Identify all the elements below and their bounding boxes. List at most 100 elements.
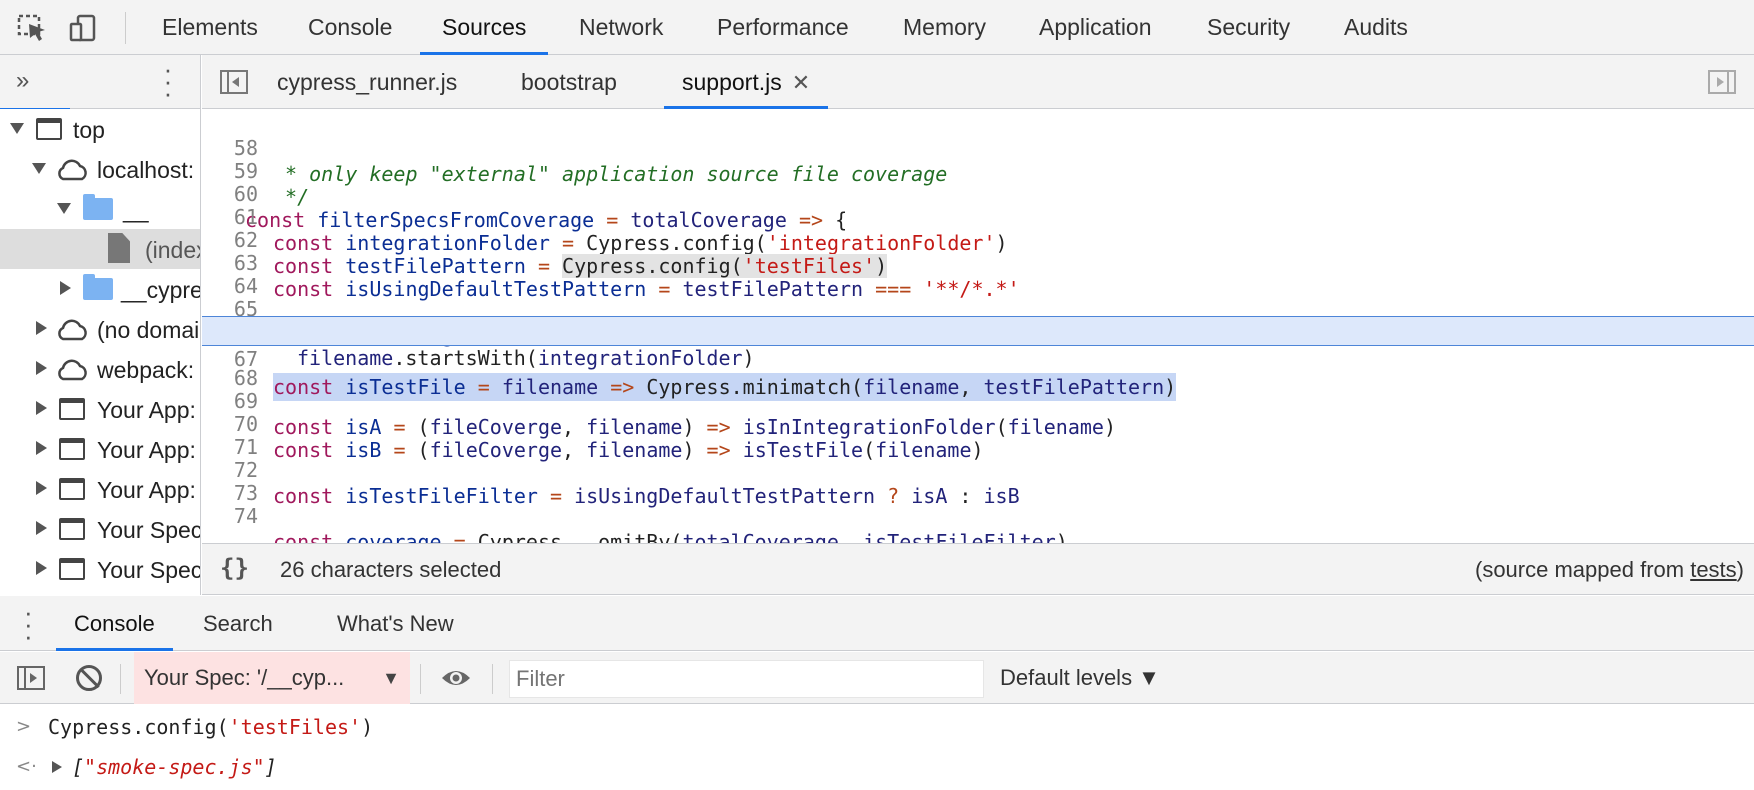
code-line[interactable]: 61 const integrationFolder = Cypress.con… — [202, 178, 1754, 255]
line-number[interactable]: 72 — [233, 458, 258, 482]
tab-audits[interactable]: Audits — [1344, 14, 1408, 40]
console-filter-input[interactable] — [509, 660, 984, 698]
expand-arrow-icon[interactable] — [32, 163, 46, 174]
line-number[interactable]: 58 — [233, 136, 258, 160]
tree-item-your-spec-2[interactable]: Your Spec — [0, 549, 200, 589]
code-line[interactable]: 63 const isUsingDefaultTestPattern = tes… — [202, 224, 1754, 301]
tree-item-cypress-folder[interactable]: __cypress — [0, 269, 200, 309]
expand-arrow-icon[interactable] — [57, 203, 71, 214]
code-line[interactable]: 60 const filterSpecsFromCoverage = total… — [202, 155, 1754, 232]
source-map-link[interactable]: tests — [1690, 557, 1737, 582]
tree-item-your-app-2[interactable]: Your App: — [0, 429, 200, 469]
cloud-icon — [58, 359, 87, 381]
log-levels-dropdown[interactable]: Default levels ▼ — [1000, 665, 1160, 690]
line-number[interactable]: 73 — [233, 481, 258, 505]
code-line[interactable]: 58 * only keep "external" application so… — [202, 109, 1754, 186]
more-tabs-chevron-icon[interactable]: » — [0, 67, 72, 111]
line-number[interactable]: 67 — [233, 347, 258, 371]
chevron-down-icon: ▼ — [382, 668, 400, 688]
input-prompt-icon: > — [16, 716, 32, 737]
cloud-icon — [58, 319, 87, 341]
expand-arrow-icon[interactable] — [10, 123, 24, 134]
drawer-tab-whats-new[interactable]: What's New — [337, 611, 454, 636]
line-number[interactable]: 69 — [233, 389, 258, 413]
code-line[interactable]: 73 — [202, 454, 1754, 505]
drawer-menu-icon[interactable]: ··· — [24, 597, 33, 651]
line-number[interactable]: 70 — [233, 412, 258, 436]
tree-item-webpack[interactable]: webpack: — [0, 349, 200, 389]
expand-arrow-icon[interactable] — [36, 561, 47, 575]
line-number[interactable]: 64 — [233, 274, 258, 298]
console-input-message[interactable]: > Cypress.config('testFiles') — [0, 707, 1754, 747]
expand-arrow-icon[interactable] — [36, 521, 47, 535]
code-line[interactable]: 71 — [202, 408, 1754, 459]
code-text: const filterSpecsFromCoverage = totalCov… — [245, 208, 848, 232]
code-line[interactable]: 70 const isB = (fileCoverge, filename) =… — [202, 385, 1754, 462]
code-text: filename.startsWith(integrationFolder) — [297, 346, 755, 370]
tab-network[interactable]: Network — [579, 14, 664, 40]
console-output-message[interactable]: <· ["smoke-spec.js"] — [0, 747, 1754, 787]
tab-console[interactable]: Console — [308, 14, 393, 40]
tree-item-top[interactable]: top — [0, 109, 200, 149]
tab-sources[interactable]: Sources — [420, 0, 549, 55]
expand-arrow-icon[interactable] — [36, 481, 47, 495]
line-number[interactable]: 63 — [233, 251, 258, 275]
code-line[interactable]: 74 const coverage = Cypress._.omitBy(tot… — [202, 477, 1754, 543]
code-editor[interactable]: 58 * only keep "external" application so… — [202, 109, 1754, 543]
drawer-tab-bar: ··· Console Search What's New — [0, 596, 1754, 651]
editor-tab-label: support.js — [682, 69, 782, 95]
pretty-print-button[interactable]: {} — [220, 554, 249, 582]
tree-item-your-app-1[interactable]: Your App: — [0, 389, 200, 429]
expand-arrow-icon[interactable] — [36, 441, 47, 455]
code-line[interactable]: 64 — [202, 247, 1754, 298]
line-number[interactable]: 60 — [233, 182, 258, 206]
close-tab-icon[interactable]: ✕ — [791, 70, 811, 95]
code-line[interactable]: 72 const isTestFileFilter = isUsingDefau… — [202, 431, 1754, 508]
tab-performance[interactable]: Performance — [717, 14, 849, 40]
console-sidebar-icon[interactable] — [17, 666, 45, 690]
line-number[interactable]: 59 — [233, 159, 258, 183]
line-number[interactable]: 61 — [233, 205, 258, 229]
tree-item-folder[interactable]: __ — [0, 189, 200, 229]
drawer-tab-console[interactable]: Console — [56, 596, 173, 651]
expand-arrow-icon[interactable] — [36, 321, 47, 335]
code-line[interactable]: 69 const isA = (fileCoverge, filename) =… — [202, 362, 1754, 439]
code-text: const integrationFolder = Cypress.config… — [273, 231, 1008, 255]
code-line-highlighted[interactable]: 67 const isTestFile = filename => Cypres… — [202, 316, 1754, 401]
line-number[interactable]: 62 — [233, 228, 258, 252]
code-line[interactable]: 62 const testFilePattern = Cypress.confi… — [202, 201, 1754, 278]
code-line[interactable]: 59 */ — [202, 132, 1754, 209]
folder-icon — [83, 274, 113, 300]
clear-console-icon[interactable] — [76, 665, 102, 691]
expand-arrow-icon[interactable] — [36, 361, 47, 375]
code-line[interactable]: 68 — [202, 339, 1754, 390]
device-toolbar-icon[interactable] — [68, 14, 98, 42]
tree-item-no-domain[interactable]: (no domain) — [0, 309, 200, 349]
toggle-debugger-icon[interactable] — [1708, 70, 1736, 94]
expand-arrow-icon[interactable] — [60, 281, 71, 295]
editor-tab-bootstrap[interactable]: bootstrap — [521, 69, 617, 95]
drawer-tab-search[interactable]: Search — [203, 611, 273, 636]
tree-item-index[interactable]: (index) — [0, 229, 200, 269]
navigator-header: » ··· — [0, 54, 201, 111]
code-line[interactable]: 66 filename.startsWith(integrationFolder… — [202, 293, 1754, 370]
context-selector[interactable]: Your Spec: '/__cyp... ▼ — [134, 652, 410, 704]
tab-elements[interactable]: Elements — [162, 14, 258, 40]
tree-item-your-spec-1[interactable]: Your Spec — [0, 509, 200, 549]
line-number[interactable]: 71 — [233, 435, 258, 459]
expand-arrow-icon[interactable] — [52, 761, 62, 773]
tree-item-your-app-3[interactable]: Your App: — [0, 469, 200, 509]
more-options-icon[interactable]: ··· — [163, 54, 173, 108]
tree-item-localhost[interactable]: localhost: — [0, 149, 200, 189]
tab-memory[interactable]: Memory — [903, 14, 987, 40]
tab-application[interactable]: Application — [1039, 14, 1152, 40]
live-expression-eye-icon[interactable] — [440, 666, 472, 690]
tab-security[interactable]: Security — [1207, 14, 1291, 40]
line-number[interactable]: 74 — [233, 504, 258, 528]
editor-tab-support[interactable]: support.js ✕ — [664, 55, 829, 109]
inspect-element-icon[interactable] — [17, 14, 47, 42]
toggle-navigator-icon[interactable] — [220, 70, 248, 94]
editor-tab-cypress-runner[interactable]: cypress_runner.js — [277, 69, 458, 95]
line-number[interactable]: 68 — [233, 366, 258, 390]
expand-arrow-icon[interactable] — [36, 401, 47, 415]
